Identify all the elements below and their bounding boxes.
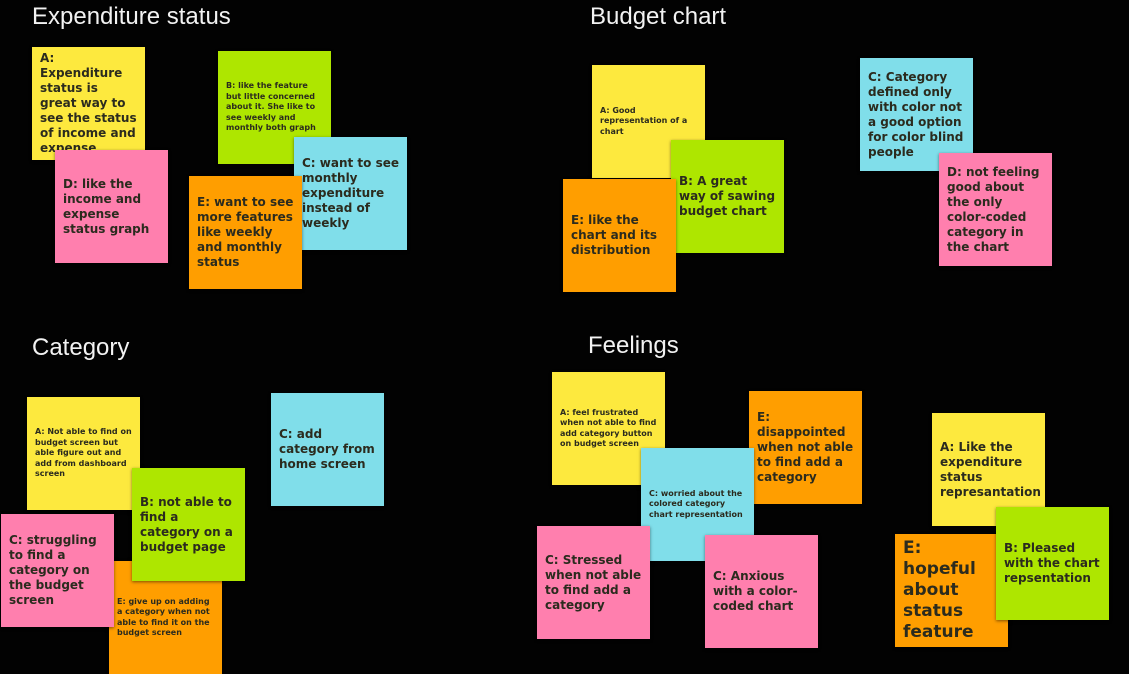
sticky-note-text: C: Stressed when not able to find add a … <box>545 552 642 612</box>
sticky-note[interactable]: C: want to see monthly expenditure inste… <box>294 137 407 250</box>
sticky-note[interactable]: C: worried about the colored category ch… <box>641 448 754 561</box>
sticky-note[interactable]: B: not able to find a category on a budg… <box>132 468 245 581</box>
sticky-note[interactable]: A: Not able to find on budget screen but… <box>27 397 140 510</box>
sticky-note[interactable]: E: disappointed when not able to find ad… <box>749 391 862 504</box>
section-title: Category <box>32 334 130 361</box>
section-title: Budget chart <box>590 3 727 30</box>
sticky-note-text: B: A great way of sawing budget chart <box>679 174 776 218</box>
sticky-note-text: B: not able to find a category on a budg… <box>140 494 233 554</box>
sticky-note[interactable]: D: not feeling good about the only color… <box>939 153 1052 266</box>
sticky-note-text: A: Like the expenditure status represant… <box>940 439 1041 499</box>
sticky-note-text: A: Not able to find on budget screen but… <box>35 427 132 479</box>
sticky-note-text: D: like the income and expense status gr… <box>63 176 150 236</box>
sticky-note[interactable]: C: Category defined only with color not … <box>860 58 973 171</box>
sticky-note-text: B: like the feature but little concerned… <box>226 81 316 133</box>
sticky-note[interactable]: E: like the chart and its distribution <box>563 179 676 292</box>
sticky-note[interactable]: C: add category from home screen <box>271 393 384 506</box>
sticky-note[interactable]: C: Stressed when not able to find add a … <box>537 526 650 639</box>
sticky-note[interactable]: B: A great way of sawing budget chart <box>671 140 784 253</box>
sticky-note[interactable]: A: Expenditure status is great way to se… <box>32 47 145 160</box>
sticky-note[interactable]: E: hopeful about status feature <box>895 534 1008 647</box>
sticky-note[interactable]: E: want to see more features like weekly… <box>189 176 302 289</box>
sticky-note-text: B: Pleased with the chart repsentation <box>1004 541 1100 585</box>
sticky-note-text: C: Category defined only with color not … <box>868 69 964 159</box>
sticky-note-text: C: add category from home screen <box>279 427 375 471</box>
sticky-note-text: E: give up on adding a category when not… <box>117 596 210 638</box>
sticky-note-text: C: want to see monthly expenditure inste… <box>302 156 400 230</box>
sticky-note-text: A: Good representation of a chart <box>600 105 688 136</box>
sticky-note-text: A: Expenditure status is great way to se… <box>40 51 137 155</box>
sticky-note-text: D: not feeling good about the only color… <box>947 164 1040 254</box>
section-title: Expenditure status <box>32 3 231 30</box>
sticky-note[interactable]: D: like the income and expense status gr… <box>55 150 168 263</box>
sticky-note-text: A: feel frustrated when not able to find… <box>560 407 657 449</box>
sticky-note-text: C: Anxious with a color-coded chart <box>713 569 798 613</box>
sticky-note-text: E: want to see more features like weekly… <box>197 195 294 269</box>
sticky-note[interactable]: C: Anxious with a color-coded chart <box>705 535 818 648</box>
sticky-note-text: E: hopeful about status feature <box>903 538 976 642</box>
sticky-note-text: C: struggling to find a category on the … <box>9 533 97 607</box>
sticky-note-text: E: disappointed when not able to find ad… <box>757 410 854 484</box>
sticky-note[interactable]: C: struggling to find a category on the … <box>1 514 114 627</box>
sticky-note-text: C: worried about the colored category ch… <box>649 488 743 519</box>
section-title: Feelings <box>588 332 679 359</box>
sticky-note[interactable]: B: Pleased with the chart repsentation <box>996 507 1109 620</box>
sticky-note-text: E: like the chart and its distribution <box>571 213 657 257</box>
